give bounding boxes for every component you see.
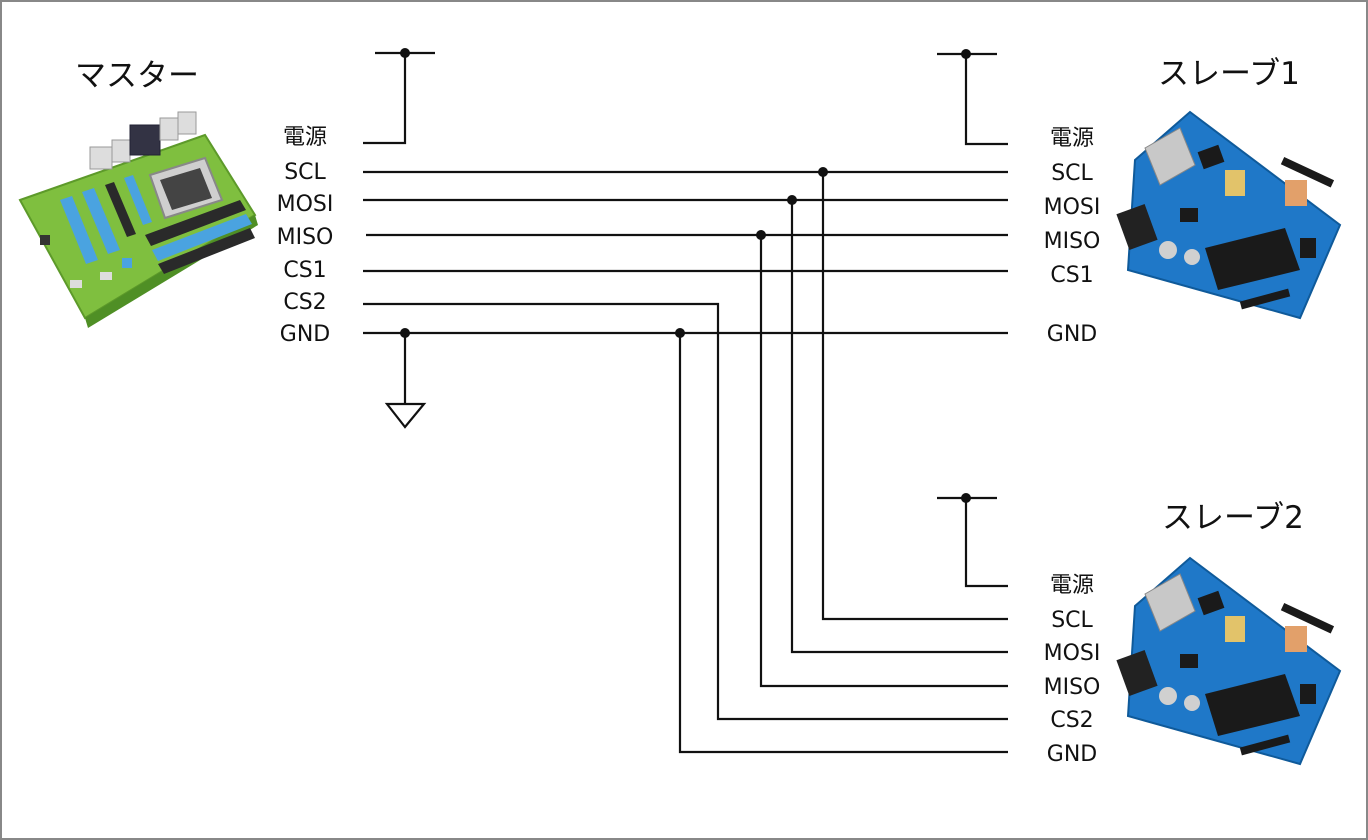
- motherboard-slot-1: [60, 196, 98, 264]
- slave2-resistors-2: [1285, 626, 1307, 652]
- slave2-resistors-1: [1225, 616, 1245, 642]
- motherboard-connector-4: [159, 117, 179, 141]
- slave1-pin-labels: 電源 SCL MOSI MISO CS1 GND: [1044, 126, 1101, 347]
- slave1-icsp-header: [1300, 238, 1316, 258]
- motherboard-ram-1: [145, 200, 246, 246]
- slave2-usb-connector: [1144, 573, 1196, 632]
- wires: [363, 48, 1008, 754]
- master-title: マスター: [75, 58, 199, 94]
- slave2-pin-cs2: CS2: [1050, 708, 1093, 733]
- motherboard-icon: [18, 111, 258, 328]
- slave1-title: スレーブ1: [1158, 56, 1300, 92]
- slave1-resistors-1: [1225, 170, 1245, 196]
- slave2-header-top: [1280, 602, 1335, 634]
- slave1-pin-miso: MISO: [1044, 229, 1101, 254]
- slave1-board-icon: [1116, 110, 1342, 320]
- motherboard-chip-1: [40, 235, 50, 245]
- motherboard-chip-4: [122, 258, 132, 268]
- master-pin-miso: MISO: [277, 225, 334, 250]
- slave2-power-junction: [961, 493, 971, 503]
- slave1-pin-scl: SCL: [1051, 161, 1093, 186]
- slave2-title: スレーブ2: [1162, 500, 1304, 536]
- motherboard-slot-2: [82, 188, 120, 254]
- miso-junction: [756, 230, 766, 240]
- slave1-header-bottom: [1239, 288, 1291, 310]
- slave2-pin-labels: 電源 SCL MOSI MISO CS2 GND: [1044, 573, 1101, 767]
- slave2-pin-gnd: GND: [1047, 742, 1097, 767]
- motherboard-connector-3: [129, 124, 161, 156]
- slave1-header-top: [1280, 156, 1335, 188]
- motherboard-chip-3: [100, 272, 112, 280]
- slave2-mcu-chip: [1205, 674, 1300, 736]
- slave1-mcu-chip: [1205, 228, 1300, 290]
- scl-wire: [363, 170, 1008, 621]
- ground-symbol-icon: [384, 402, 427, 429]
- master-pin-gnd: GND: [280, 322, 330, 347]
- master-pin-mosi: MOSI: [277, 192, 334, 217]
- slave2-header-bottom: [1239, 734, 1291, 756]
- slave1-capacitor-2: [1184, 249, 1200, 265]
- gnd-junction-master: [400, 328, 410, 338]
- slave1-small-chip: [1197, 144, 1225, 170]
- miso-wire: [366, 233, 1008, 688]
- slave1-small-chip-2: [1180, 208, 1198, 222]
- slave1-usb-connector: [1144, 127, 1196, 186]
- slave1-resistors-2: [1285, 180, 1307, 206]
- motherboard-ram-2: [152, 214, 252, 261]
- master-pin-scl: SCL: [284, 160, 326, 185]
- slave2-board-icon: [1116, 556, 1342, 766]
- slave2-icsp-header: [1300, 684, 1316, 704]
- motherboard-cpu: [160, 168, 212, 210]
- slave1-power-jack: [1116, 204, 1158, 250]
- scl-junction: [818, 167, 828, 177]
- slave1-pin-cs1: CS1: [1050, 263, 1093, 288]
- slave2-pin-power: 電源: [1050, 573, 1094, 598]
- motherboard-slot-4: [124, 175, 152, 225]
- motherboard-connector-5: [177, 111, 197, 135]
- motherboard-chip-2: [70, 280, 82, 288]
- gnd-junction-slave: [675, 328, 685, 338]
- motherboard-ram-3: [158, 228, 255, 274]
- master-pin-cs1: CS1: [283, 258, 326, 283]
- slave1-capacitor-1: [1159, 241, 1177, 259]
- master-pin-labels: 電源 SCL MOSI MISO CS1 CS2 GND: [277, 125, 334, 347]
- gnd-wire: [363, 331, 1008, 754]
- slave2-capacitor-1: [1159, 687, 1177, 705]
- slave1-power-junction: [961, 49, 971, 59]
- slave2-small-chip: [1197, 590, 1225, 616]
- mosi-junction: [787, 195, 797, 205]
- slave1-pin-gnd: GND: [1047, 322, 1097, 347]
- slave2-small-chip-2: [1180, 654, 1198, 668]
- master-pin-cs2: CS2: [283, 290, 326, 315]
- mosi-wire: [363, 198, 1008, 654]
- cs2-wire: [363, 302, 1008, 721]
- slave1-pin-power: 電源: [1050, 126, 1094, 151]
- slave2-pin-scl: SCL: [1051, 608, 1093, 633]
- slave2-power-jack: [1116, 650, 1158, 696]
- slave2-pin-mosi: MOSI: [1044, 641, 1101, 666]
- master-pin-power: 電源: [283, 125, 327, 150]
- slave1-pin-mosi: MOSI: [1044, 195, 1101, 220]
- motherboard-connector-1: [89, 146, 113, 170]
- motherboard-connector-2: [111, 139, 131, 163]
- slave2-capacitor-2: [1184, 695, 1200, 711]
- slave2-pin-miso: MISO: [1044, 675, 1101, 700]
- master-power-junction: [400, 48, 410, 58]
- motherboard-slot-3: [105, 182, 136, 237]
